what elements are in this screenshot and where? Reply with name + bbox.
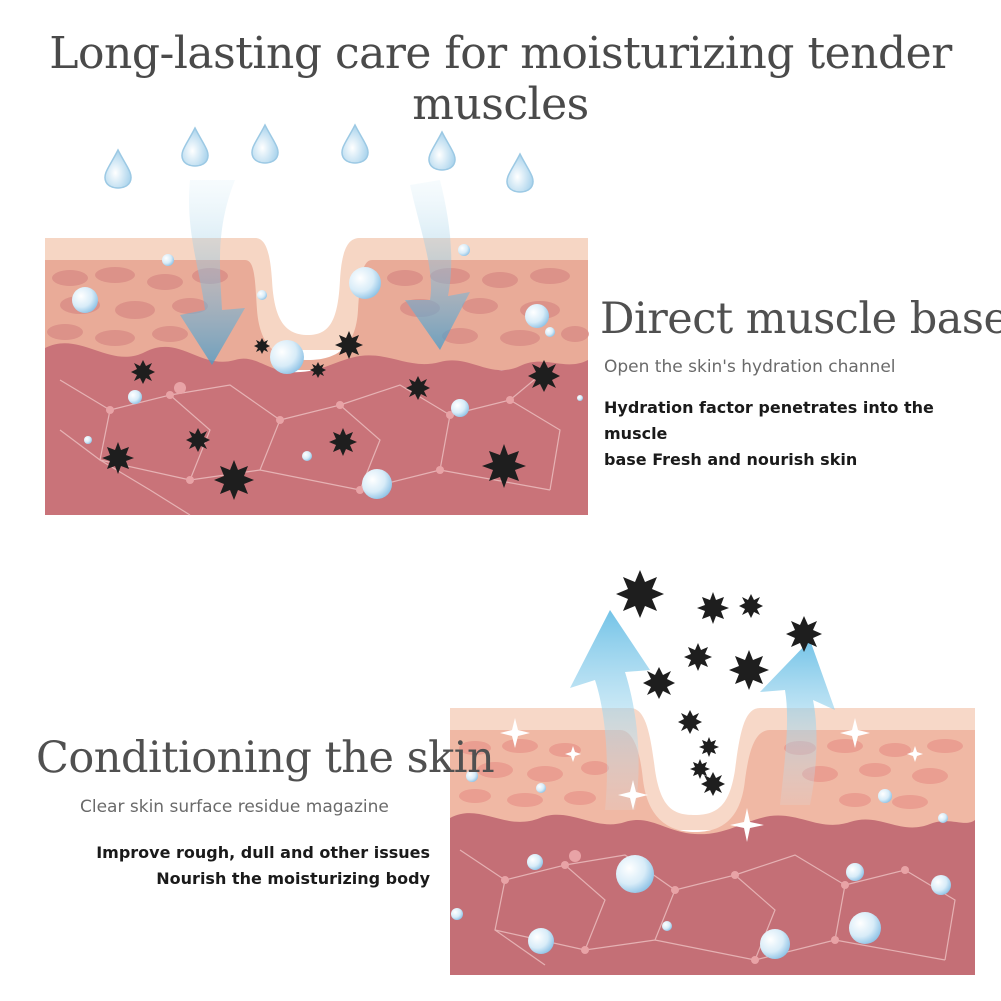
section-bottom-title: Conditioning the skin	[36, 733, 495, 783]
section-bottom-body-line1: Improve rough, dull and other issues	[96, 843, 430, 862]
section-bottom-body-line2: Nourish the moisturizing body	[156, 869, 430, 888]
section-top-subtitle: Open the skin's hydration channel	[604, 357, 896, 377]
hydration-arrow-icon	[180, 180, 470, 365]
impurity-icon	[616, 570, 822, 796]
section-top-body-line2: base Fresh and nourish skin	[604, 450, 858, 469]
cleansing-arrow-icon	[570, 610, 835, 810]
skin-illustration-top	[40, 120, 600, 520]
page-headline: Long-lasting care for moisturizing tende…	[49, 28, 952, 130]
section-top-body-line1: Hydration factor penetrates into the mus…	[604, 398, 934, 443]
section-bottom-subtitle: Clear skin surface residue magazine	[80, 797, 389, 817]
skin-illustration-bottom	[445, 570, 980, 980]
bubble-icon	[72, 244, 583, 499]
water-drop-icon	[104, 123, 534, 193]
section-top-title: Direct muscle base	[600, 294, 1001, 344]
sparkle-icon	[500, 718, 923, 842]
impurity-icon	[102, 331, 560, 500]
section-bottom-body: Improve rough, dull and other issues Nou…	[40, 840, 430, 892]
bubble-icon	[451, 770, 951, 959]
section-top-body: Hydration factor penetrates into the mus…	[604, 395, 999, 473]
